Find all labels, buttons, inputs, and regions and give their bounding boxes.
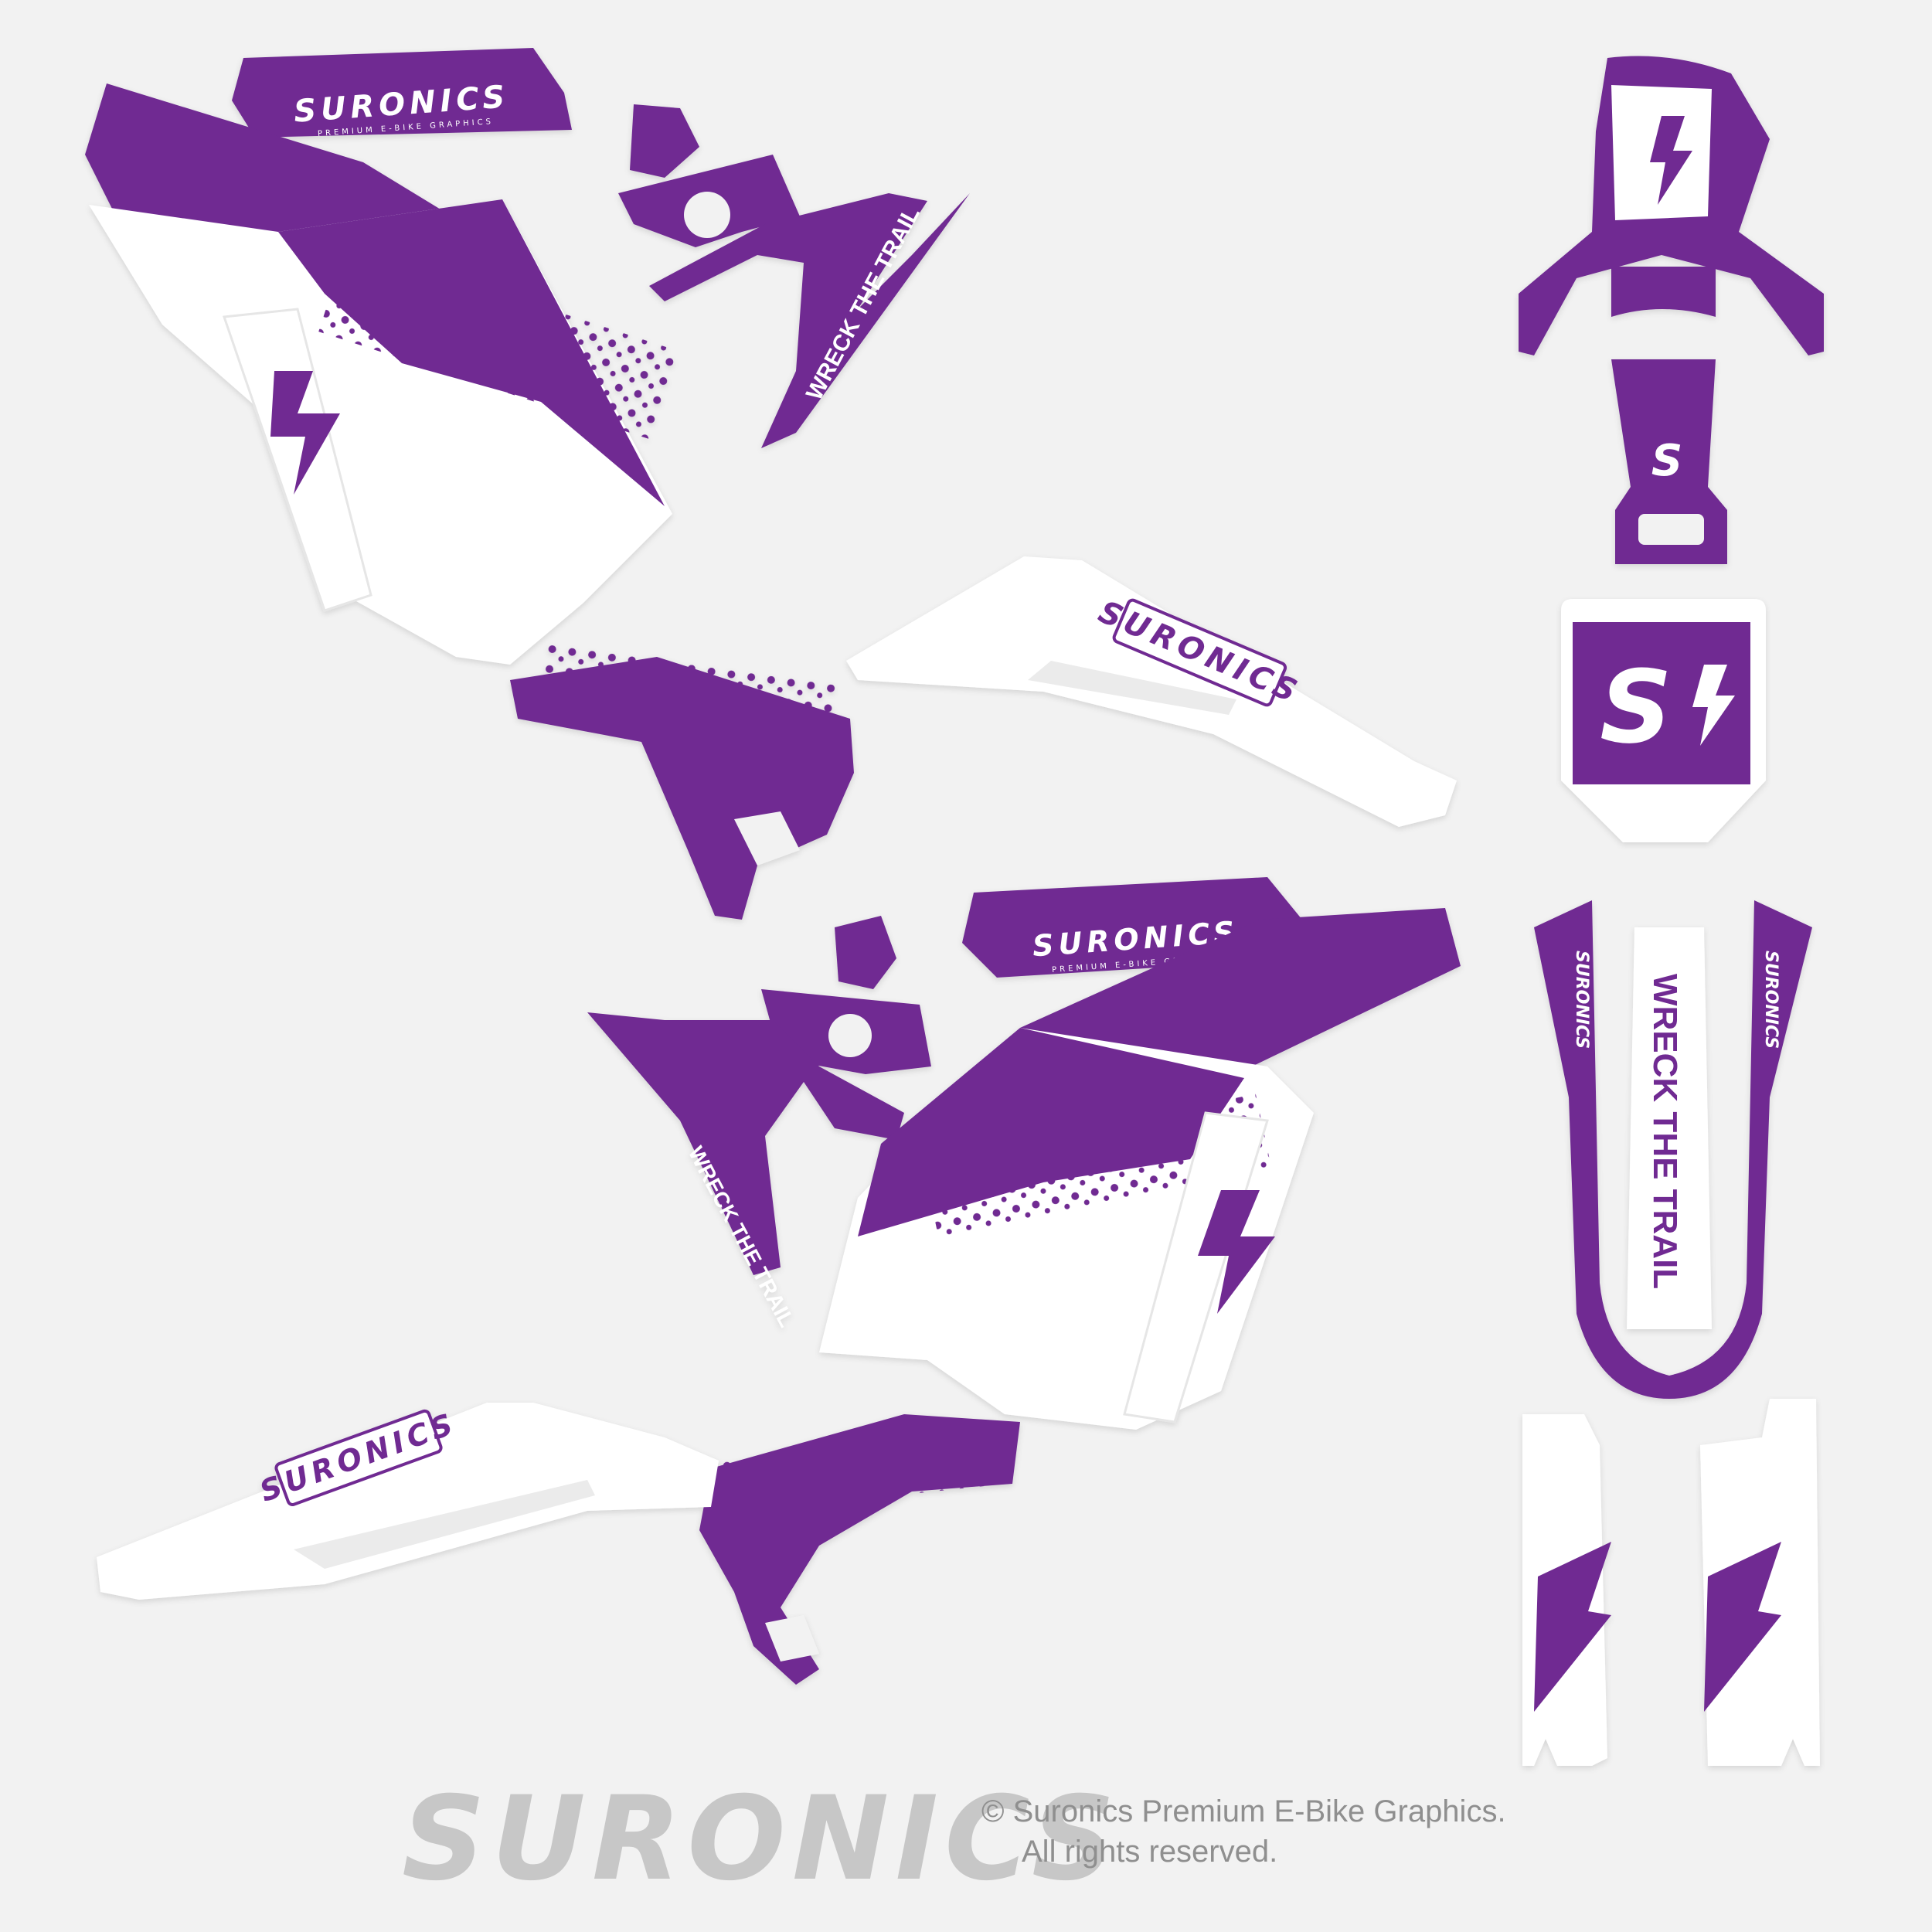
lower-frame-bracket — [510, 644, 854, 920]
monogram-logo: S — [1651, 436, 1687, 486]
right-column-parts: S S WRECK THE TRAIL SURONICS SURONICS — [1519, 56, 1824, 1766]
fork-guard-left — [1522, 1414, 1611, 1766]
rights-line: All rights reserved. — [1022, 1835, 1278, 1869]
rear-swingarm-panel: SURONICS — [846, 556, 1457, 827]
copyright-line: © Suronics Premium E-Bike Graphics. — [981, 1794, 1506, 1828]
front-fender-top — [1519, 56, 1824, 355]
footer-copyright: © Suronics Premium E-Bike Graphics. All … — [981, 1791, 1506, 1872]
plate-monogram: S — [1600, 648, 1677, 766]
lightning-bolt-icon — [1692, 665, 1735, 746]
lightning-bolt-icon — [270, 371, 340, 495]
small-cover-pieces — [618, 104, 800, 247]
fender-slogan: WRECK THE TRAIL — [1646, 974, 1684, 1289]
left-side-kit: SURONICS PREMIUM E-BIKE GRAPHICS WRECK — [85, 48, 1457, 920]
battery-top-strip: SURONICS PREMIUM E-BIKE GRAPHICS — [232, 48, 572, 138]
lightning-bolt-icon — [1650, 116, 1692, 205]
lightning-bolt-icon — [1198, 1190, 1275, 1314]
fender-logo-right: SURONICS — [1761, 951, 1781, 1049]
frame-side-panel-2 — [819, 1028, 1314, 1430]
fender-logo-left: SURONICS — [1572, 951, 1591, 1049]
right-side-kit: SURONICS PREMIUM E-BIKE GRAPHICS WRECK T… — [97, 877, 1461, 1685]
lower-frame-bracket-2 — [699, 1414, 1020, 1685]
rear-fender: WRECK THE TRAIL SURONICS SURONICS — [1534, 900, 1812, 1399]
footer-logo: SURONICS — [402, 1772, 1121, 1906]
frame-side-panel — [89, 199, 679, 665]
fork-strap: S — [1611, 267, 1727, 564]
number-plate: S — [1561, 599, 1766, 842]
fork-guard-right — [1700, 1399, 1820, 1766]
rear-swingarm-panel-2: SURONICS — [97, 1403, 719, 1600]
